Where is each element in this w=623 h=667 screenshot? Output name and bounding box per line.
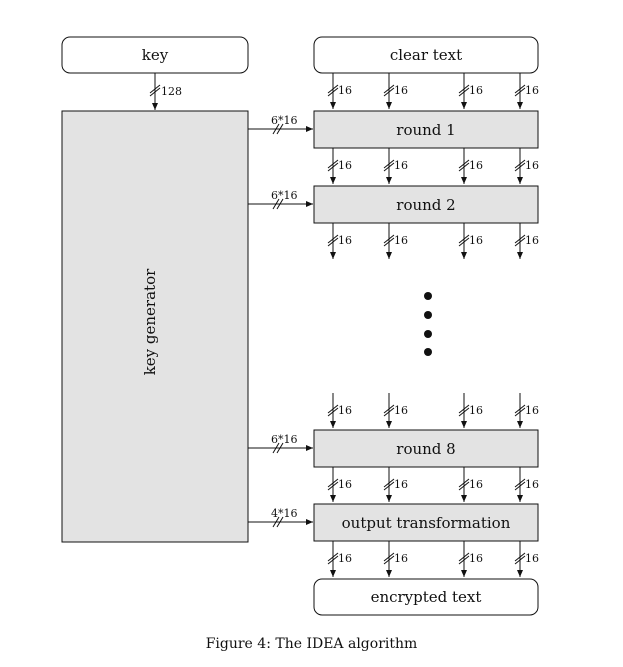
word-bus-label: 16 — [394, 404, 408, 417]
word-bus-0-1: 16 — [383, 73, 408, 109]
word-bus-label: 16 — [469, 159, 483, 172]
word-bus-label: 16 — [338, 234, 352, 247]
word-bus-label: 16 — [525, 159, 539, 172]
subkey-bus-0: 6*16 — [248, 114, 313, 135]
key-label: key — [142, 46, 169, 64]
word-bus-2-1: 16 — [383, 223, 408, 259]
word-bus-3-1: 16 — [383, 393, 408, 428]
output-transformation-box — [313, 503, 539, 542]
word-bus-1-3: 16 — [514, 148, 539, 184]
word-bus-2-0: 16 — [327, 223, 352, 259]
word-bus-label: 16 — [394, 552, 408, 565]
word-bus-4-0: 16 — [327, 467, 352, 502]
key-generator-box — [61, 110, 249, 543]
subkey-buses: 6*16 6*16 6*16 4*16 — [248, 114, 313, 528]
round-1-label: round 1 — [396, 121, 455, 139]
round-8-label: round 8 — [396, 440, 455, 458]
subkey-bus-label: 6*16 — [271, 114, 298, 127]
word-bus-2-2: 16 — [458, 223, 483, 259]
word-bus-label: 16 — [338, 159, 352, 172]
word-bus-4-2: 16 — [458, 467, 483, 502]
round-2-label: round 2 — [396, 196, 455, 214]
word-bus-label: 16 — [525, 478, 539, 491]
round-8-box — [313, 429, 539, 468]
encrypted-text-label: encrypted text — [371, 588, 482, 606]
word-bus-1-2: 16 — [458, 148, 483, 184]
word-bus-3-0: 16 — [327, 393, 352, 428]
word-bus-4-3: 16 — [514, 467, 539, 502]
word-bus-1-1: 16 — [383, 148, 408, 184]
word-bus-label: 16 — [394, 159, 408, 172]
word-bus-label: 16 — [469, 84, 483, 97]
word-bus-label: 16 — [525, 234, 539, 247]
word-bus-label: 16 — [394, 478, 408, 491]
word-bus-label: 16 — [469, 234, 483, 247]
subkey-bus-2: 6*16 — [248, 433, 313, 454]
word-bus-5-0: 16 — [327, 541, 352, 577]
subkey-bus-1: 6*16 — [248, 189, 313, 210]
word-bus-label: 16 — [525, 552, 539, 565]
subkey-bus-label: 6*16 — [271, 433, 298, 446]
word-buses: 16 16 16 16 16 16 16 16 16 16 16 16 16 16 16 16 16 16 16 16… — [327, 73, 539, 577]
word-bus-5-2: 16 — [458, 541, 483, 577]
word-bus-label: 16 — [469, 552, 483, 565]
figure-caption: Figure 4: The IDEA algorithm — [205, 636, 418, 652]
round-2-box — [313, 185, 539, 224]
word-bus-3-3: 16 — [514, 393, 539, 428]
clear-text-label: clear text — [390, 46, 462, 64]
subkey-bus-3: 4*16 — [248, 507, 313, 528]
word-bus-3-2: 16 — [458, 393, 483, 428]
output-transformation-label: output transformation — [342, 514, 511, 532]
word-bus-label: 16 — [338, 404, 352, 417]
word-bus-label: 16 — [338, 478, 352, 491]
word-bus-5-1: 16 — [383, 541, 408, 577]
word-bus-4-1: 16 — [383, 467, 408, 502]
subkey-bus-label: 6*16 — [271, 189, 298, 202]
word-bus-label: 16 — [394, 84, 408, 97]
word-bus-label: 16 — [338, 552, 352, 565]
word-bus-0-0: 16 — [327, 73, 352, 109]
key-bus-label: 128 — [161, 85, 182, 98]
word-bus-label: 16 — [525, 84, 539, 97]
word-bus-label: 16 — [469, 478, 483, 491]
encrypted-text-box — [313, 578, 539, 616]
ellipsis-dots — [424, 292, 432, 356]
key-bus: 128 — [149, 73, 182, 110]
word-bus-label: 16 — [338, 84, 352, 97]
word-bus-0-3: 16 — [514, 73, 539, 109]
word-bus-label: 16 — [469, 404, 483, 417]
word-bus-label: 16 — [525, 404, 539, 417]
word-bus-1-0: 16 — [327, 148, 352, 184]
clear-text-box — [313, 36, 539, 74]
round-1-box — [313, 110, 539, 149]
word-bus-2-3: 16 — [514, 223, 539, 259]
word-bus-label: 16 — [394, 234, 408, 247]
key-generator-label: key generator — [141, 268, 159, 375]
word-bus-5-3: 16 — [514, 541, 539, 577]
subkey-bus-label: 4*16 — [271, 507, 298, 520]
word-bus-0-2: 16 — [458, 73, 483, 109]
